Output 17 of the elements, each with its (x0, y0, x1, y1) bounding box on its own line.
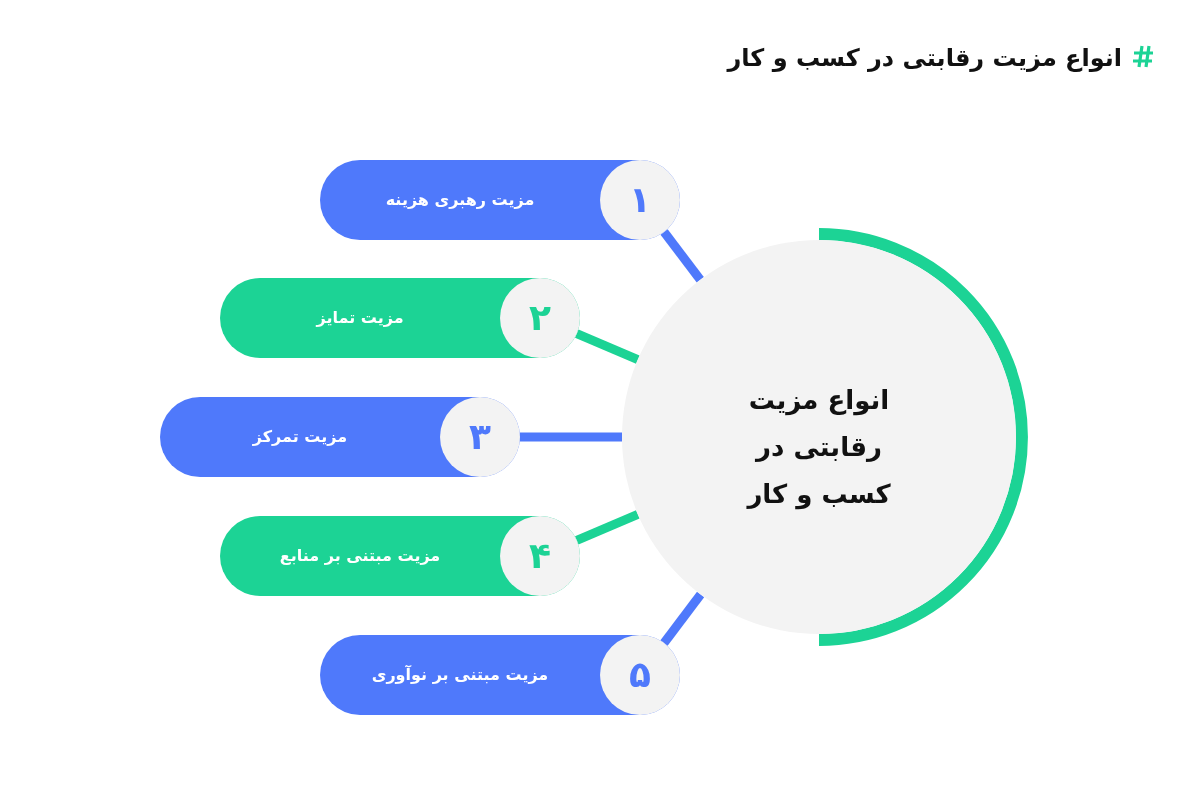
connector-line (520, 432, 622, 442)
number-label: ۵ (629, 654, 651, 696)
connector-line (575, 329, 640, 364)
circle-label: انواع مزیت رقابتی در کسب و کار (745, 383, 892, 512)
pill-label: مزیت مبتنی بر منابع (279, 545, 441, 567)
number-label: ۳ (469, 416, 491, 458)
pill-label: مزیت تمرکز (252, 426, 348, 448)
connector-line (575, 510, 640, 545)
connector-line (660, 591, 705, 646)
number-label: ۲ (529, 297, 551, 339)
pill-label: مزیت رهبری هزینه (385, 189, 535, 211)
number-label: ۱ (629, 179, 651, 221)
number-label: ۴ (529, 535, 551, 577)
pill-label: مزیت تمایز (316, 307, 404, 329)
connector-line (660, 229, 704, 283)
title: انواع مزیت رقابتی در کسب و کار (727, 43, 1122, 74)
pill-label: مزیت مبتنی بر نوآوری (371, 664, 549, 686)
